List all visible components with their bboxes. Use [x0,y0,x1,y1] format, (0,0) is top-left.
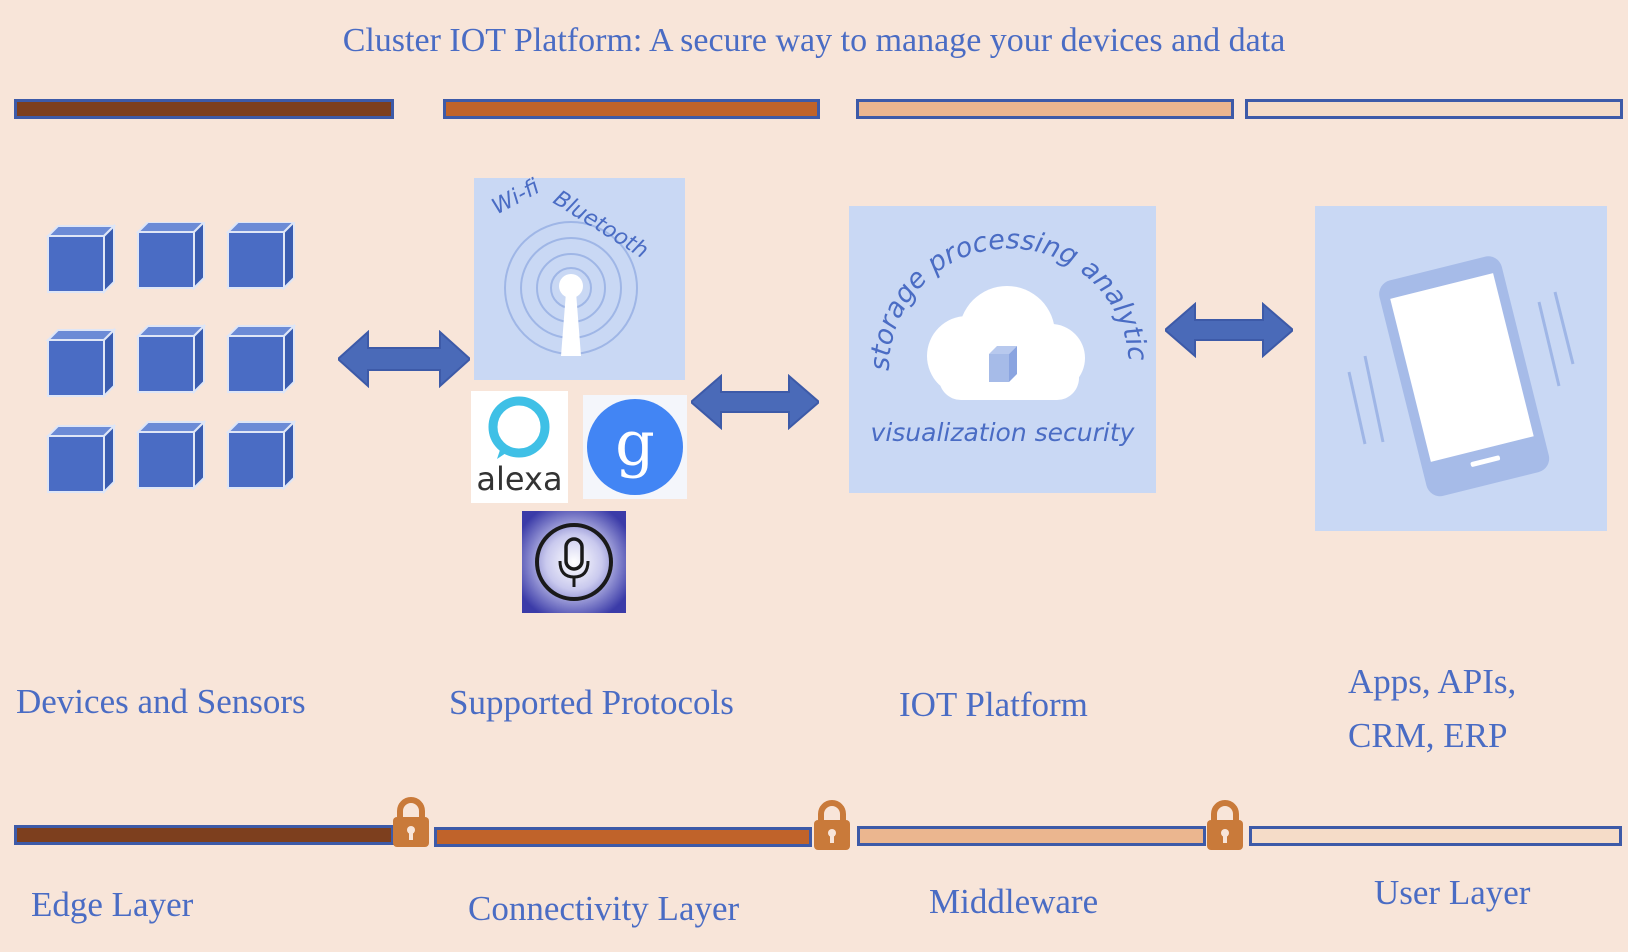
bottom-bar-user [1249,826,1622,846]
alexa-tile: alexa [471,391,568,503]
platform-processing: processing [921,224,1084,280]
label-edge-layer: Edge Layer [31,885,194,924]
device-cube-icon [137,421,205,489]
alexa-icon [488,396,550,459]
iot-platform-panel: storage processing analytics visualizati… [849,206,1156,493]
platform-visualization: visualization [870,418,1027,447]
bottom-bar-edge [14,825,394,845]
label-supported-protocols: Supported Protocols [449,683,734,722]
cloud-icon [927,286,1085,400]
device-cube-icon [227,421,295,489]
bottom-bar-middleware [857,826,1206,846]
diagram-title: Cluster IOT Platform: A secure way to ma… [342,22,1286,59]
top-bar-connectivity [443,99,820,119]
label-apps-apis-line2: CRM, ERP [1348,716,1508,755]
lock-icon [1205,800,1245,852]
device-cube-icon [137,222,205,289]
label-user-layer: User Layer [1374,873,1531,912]
google-label: g [615,407,655,480]
user-apps-panel [1315,206,1607,531]
top-bar-edge [14,99,394,119]
label-connectivity-layer: Connectivity Layer [468,889,740,928]
device-cube-icon [47,225,115,293]
label-devices-sensors: Devices and Sensors [16,682,306,721]
label-iot-platform: IOT Platform [899,685,1088,724]
bottom-bar-connectivity [434,827,812,847]
wireless-protocols-panel: Wi-fi Bluetooth [474,175,685,380]
double-arrow-icon [691,374,819,430]
smartphone-icon [1347,256,1575,497]
double-arrow-icon [338,330,470,388]
platform-storage: storage [865,263,933,372]
double-arrow-icon [1165,302,1293,358]
lock-icon [812,800,852,852]
top-bar-middleware [856,99,1234,119]
platform-security: security [1034,418,1135,447]
device-cube-icon [227,325,295,393]
siri-tile [522,511,626,613]
google-icon [587,399,683,495]
wifi-signal-icon [504,221,638,356]
label-middleware: Middleware [929,882,1099,921]
google-tile: g [583,395,687,499]
device-cube-icon [47,329,115,397]
label-apps-apis-line1: Apps, APIs, [1348,662,1517,701]
top-bar-user [1245,99,1623,119]
device-cube-icon [47,425,115,493]
platform-bottom-text: visualization security [849,418,1156,447]
siri-mic-icon [522,511,626,613]
lock-icon [391,797,431,849]
device-cube-icon [227,222,295,289]
devices-grid [44,222,304,502]
device-cube-icon [137,325,205,393]
alexa-label: alexa [476,460,563,498]
